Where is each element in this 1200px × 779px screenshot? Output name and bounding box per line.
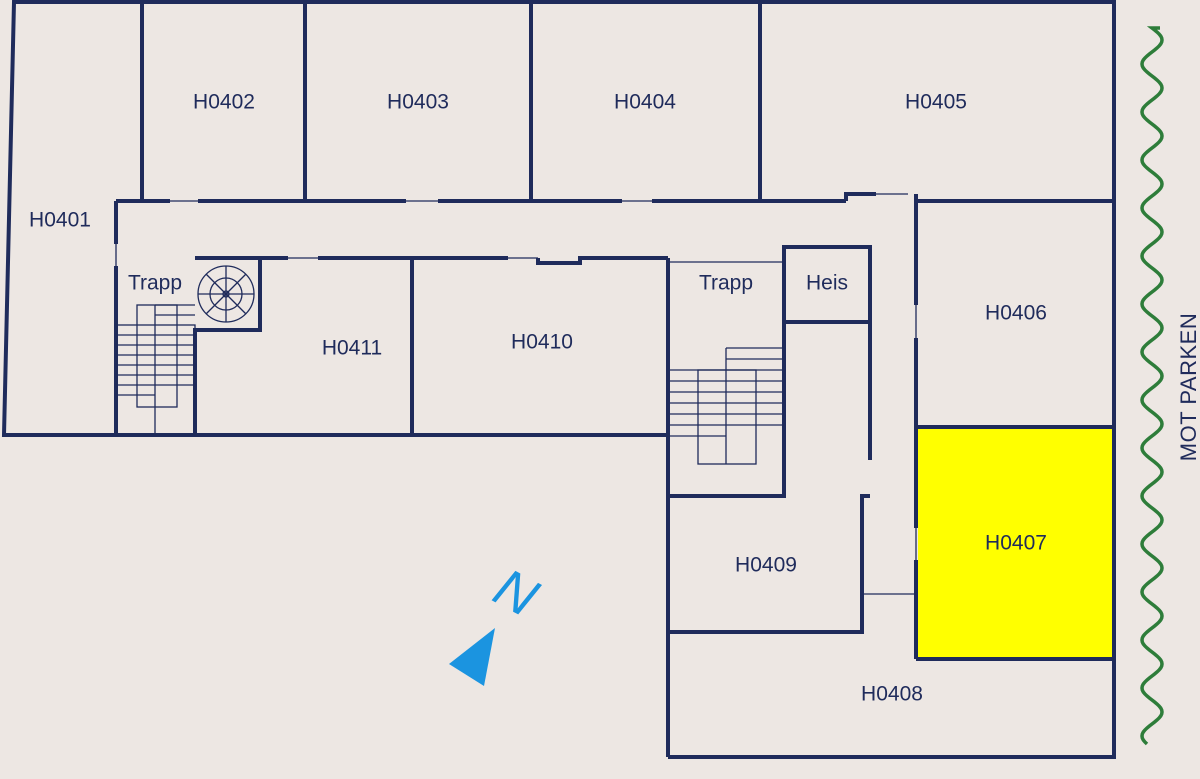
wall	[668, 322, 786, 498]
stair-well	[697, 369, 757, 465]
stairs-east	[670, 347, 782, 465]
building-walls	[1, 0, 1116, 759]
room-label-h0401: H0401	[29, 209, 91, 232]
outer-wall-upper-wing	[1, 0, 1116, 437]
stair-well	[136, 304, 178, 408]
side-label-mot-parken: MOT PARKEN	[1176, 313, 1200, 461]
stair-label-west: Trapp	[128, 272, 182, 295]
spiral-stair-icon	[197, 265, 255, 323]
room-label-h0405: H0405	[905, 91, 967, 114]
room-label-h0410: H0410	[511, 331, 573, 354]
room-label-h0406: H0406	[985, 302, 1047, 325]
room-h0407-highlight[interactable]	[918, 427, 1114, 659]
room-label-h0404: H0404	[614, 91, 676, 114]
outer-wall-east-wing	[668, 200, 1116, 759]
stair-label-east: Trapp	[699, 272, 753, 295]
stairs-west	[116, 304, 196, 436]
room-label-h0408: H0408	[861, 683, 923, 706]
wall	[668, 494, 870, 634]
room-label-h0402: H0402	[193, 91, 255, 114]
stair-outline	[116, 324, 196, 436]
elevator-shaft	[782, 245, 872, 324]
elevator-label: Heis	[806, 272, 848, 295]
corridor-wall	[844, 192, 876, 201]
park-boundary	[1140, 26, 1164, 746]
corridor-wall	[536, 256, 668, 265]
room-label-h0409: H0409	[735, 554, 797, 577]
room-label-h0407[interactable]: H0407	[985, 532, 1047, 555]
room-label-h0411: H0411	[322, 337, 382, 360]
room-label-h0403: H0403	[387, 91, 449, 114]
